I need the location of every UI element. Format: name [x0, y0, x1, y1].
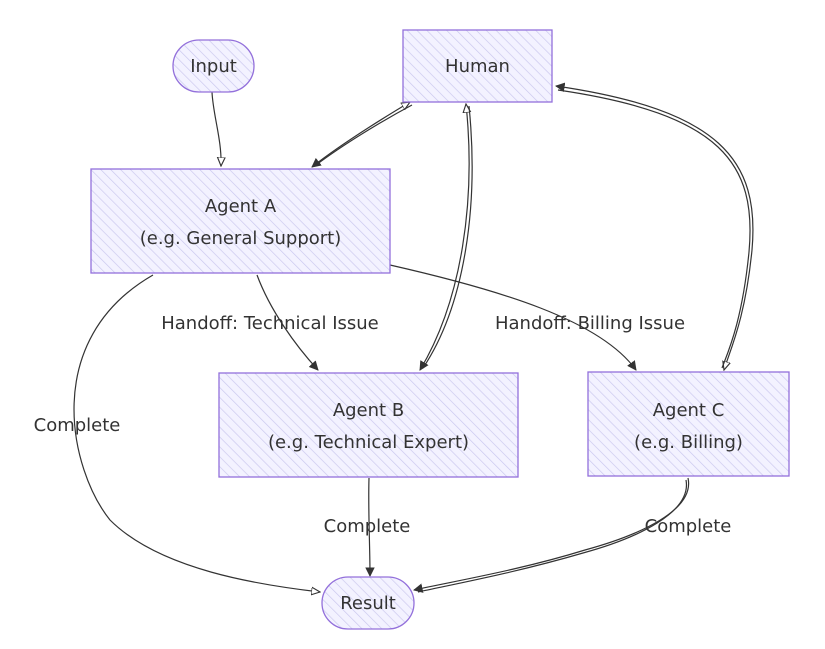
label-complete-agent-b: Complete	[324, 516, 411, 537]
edge-agent-a-to-result	[73, 274, 320, 592]
label-complete-agent-a: Complete	[34, 415, 121, 436]
node-input-shape	[172, 39, 255, 93]
node-agent-c-title: Agent C	[653, 400, 725, 421]
node-input[interactable]: Input	[172, 39, 255, 93]
node-human-shape	[402, 29, 553, 103]
label-handoff-technical: Handoff: Technical Issue	[161, 313, 379, 334]
node-agent-b-title: Agent B	[333, 400, 404, 421]
edge-human-agent-c-sketch	[557, 89, 751, 369]
node-human[interactable]: Human	[402, 29, 553, 103]
node-agent-b-subtitle: (e.g. Technical Expert)	[268, 432, 469, 453]
edge-input-to-agent-a	[211, 91, 221, 166]
edge-agent-c-to-result-sketch	[417, 479, 687, 593]
node-agent-a[interactable]: Agent A (e.g. General Support)	[90, 168, 391, 274]
node-agent-b-shape	[218, 372, 519, 478]
edge-agent-a-human	[312, 102, 410, 167]
node-input-label: Input	[190, 56, 237, 77]
edge-labels: Handoff: Technical Issue Handoff: Billin…	[34, 313, 732, 537]
node-agent-a-subtitle: (e.g. General Support)	[140, 228, 342, 249]
edge-agent-b-to-result	[365, 477, 375, 577]
edge-agent-a-human-sketch	[315, 104, 413, 166]
node-result[interactable]: Result	[321, 576, 415, 630]
node-agent-b[interactable]: Agent B (e.g. Technical Expert)	[218, 372, 519, 478]
edge-human-agent-b	[419, 104, 469, 370]
node-agent-c[interactable]: Agent C (e.g. Billing)	[587, 371, 790, 477]
node-result-shape	[321, 576, 415, 630]
edges	[73, 86, 754, 593]
edge-agent-a-to-agent-c	[389, 264, 637, 371]
node-agent-a-shape	[90, 168, 391, 274]
label-handoff-billing: Handoff: Billing Issue	[495, 313, 685, 334]
node-human-label: Human	[445, 56, 510, 77]
node-agent-c-shape	[587, 371, 790, 477]
edge-human-agent-c	[556, 86, 754, 370]
node-result-label: Result	[340, 593, 396, 614]
label-complete-agent-c: Complete	[645, 516, 732, 537]
node-agent-a-title: Agent A	[205, 196, 277, 217]
edge-agent-a-to-agent-b	[256, 274, 319, 371]
node-agent-c-subtitle: (e.g. Billing)	[634, 432, 743, 453]
edge-human-agent-b-sketch	[422, 105, 473, 369]
